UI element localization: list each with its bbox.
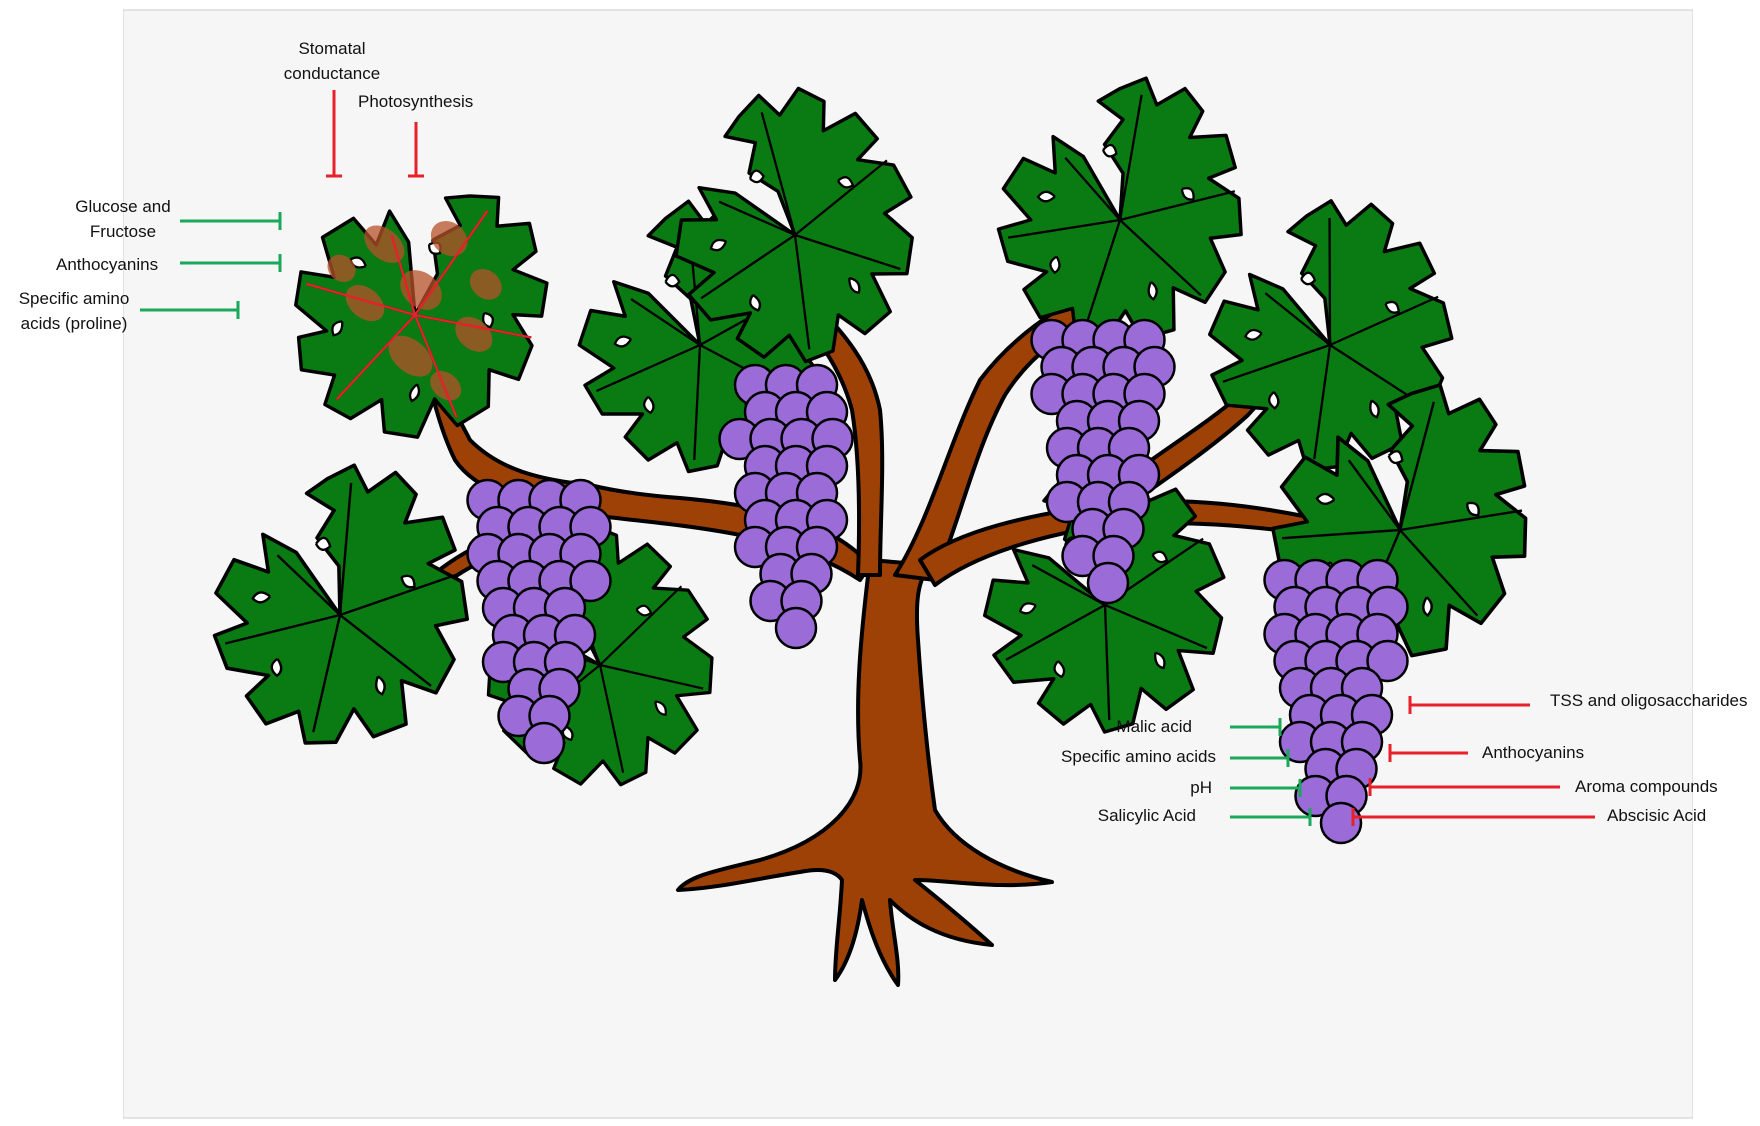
label-stomatal-conductance: Stomatal conductance (272, 36, 392, 86)
grape-bunch-center-berry-9-0 (776, 608, 816, 648)
label-stomatal-line2: conductance (272, 61, 392, 86)
label-aroma-compounds: Aroma compounds (1575, 774, 1718, 799)
label-tss-oligosaccharides: TSS and oligosaccharides (1550, 688, 1748, 713)
label-glucose-fructose: Glucose and Fructose (56, 194, 190, 244)
label-ph: pH (1120, 775, 1212, 800)
label-salicylic-acid: Salicylic Acid (1040, 803, 1196, 828)
label-photosynthesis: Photosynthesis (358, 89, 473, 114)
left-margin (0, 0, 123, 1121)
label-berry-specific-amino-acids: Specific amino acids (1010, 744, 1216, 769)
label-amino-line1: Specific amino (2, 286, 146, 311)
right-margin (1693, 0, 1760, 1121)
label-abscisic-acid: Abscisic Acid (1607, 803, 1706, 828)
grape-bunch-annotated-berry-9-0 (1321, 803, 1361, 843)
label-amino-acids-proline: Specific amino acids (proline) (2, 286, 146, 336)
grape-bunch-right-berry-9-0 (1088, 563, 1128, 603)
label-amino-line2: acids (proline) (2, 311, 146, 336)
label-stomatal-line1: Stomatal (272, 36, 392, 61)
grape-bunch-left-berry-9-0 (524, 723, 564, 763)
label-glucose-line2: Fructose (56, 219, 190, 244)
label-berry-anthocyanins: Anthocyanins (1482, 740, 1584, 765)
label-malic-acid: Malic acid (1040, 714, 1192, 739)
label-glucose-line1: Glucose and (56, 194, 190, 219)
label-leaf-anthocyanins: Anthocyanins (56, 252, 158, 277)
